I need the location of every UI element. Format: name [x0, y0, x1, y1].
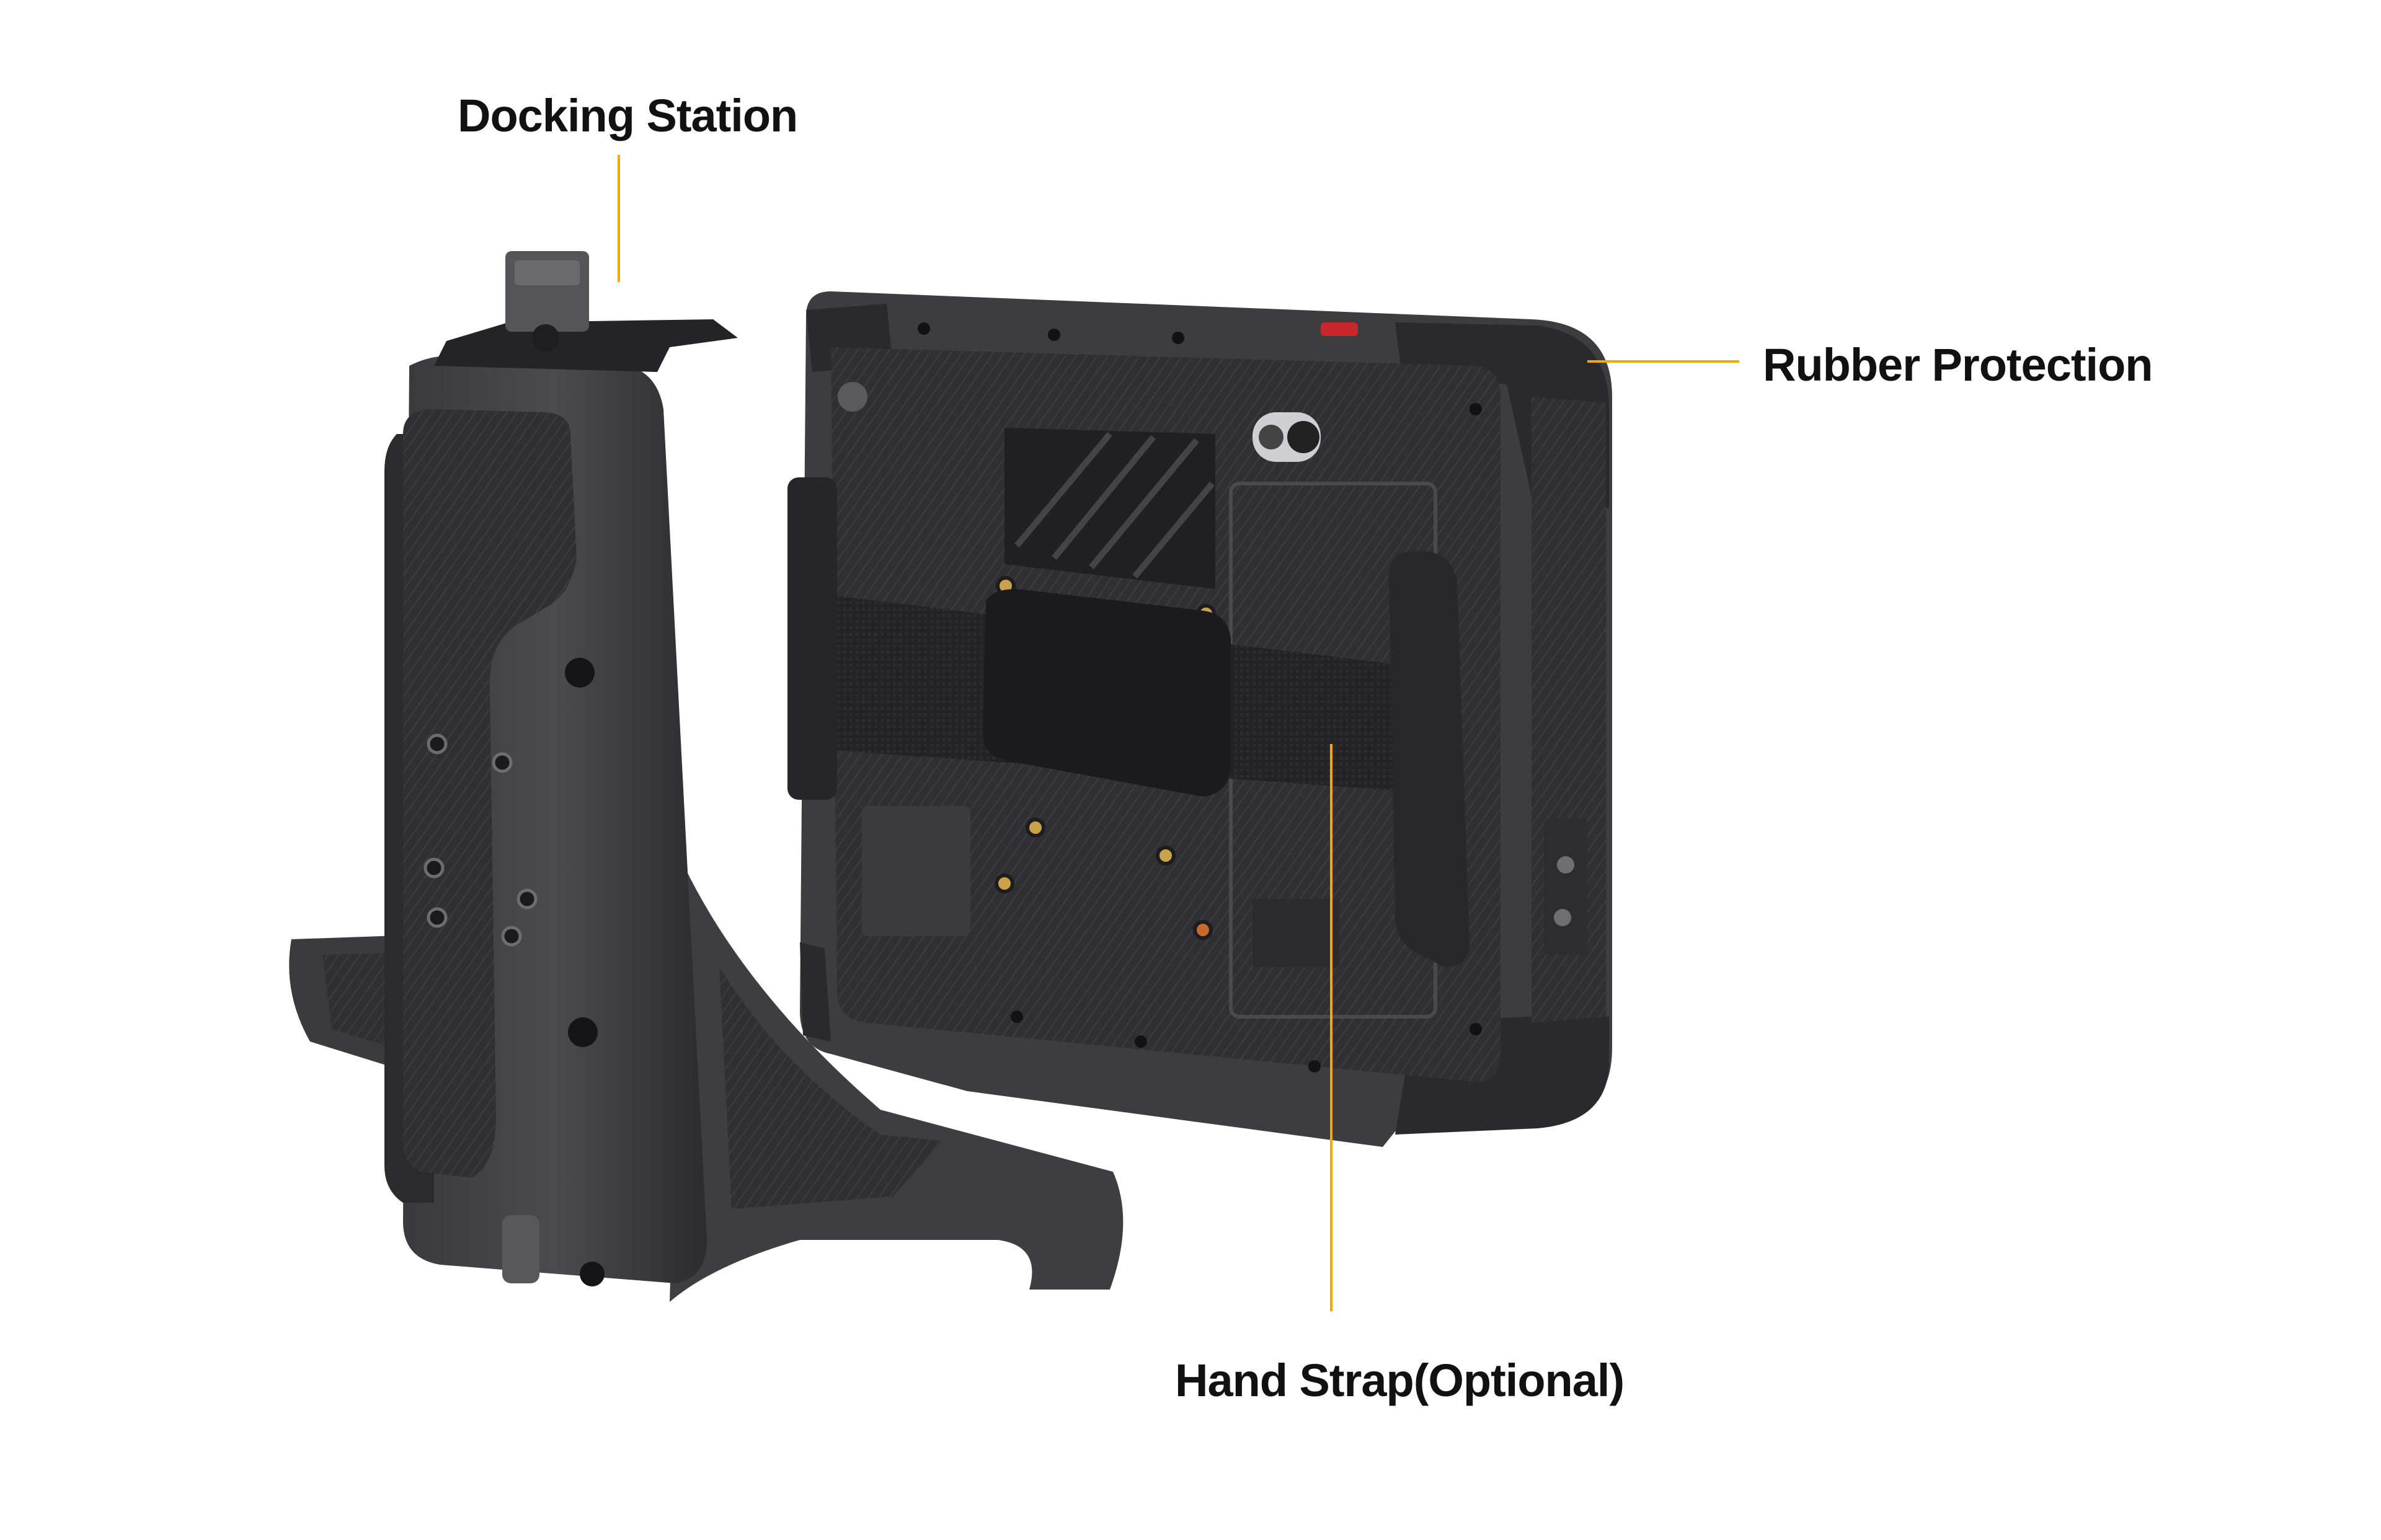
camera-icon — [1253, 412, 1321, 462]
screw-icon — [492, 752, 513, 773]
screw-icon — [995, 874, 1014, 893]
leader-lines — [618, 155, 1739, 1311]
tablet-vent — [1004, 428, 1215, 589]
screw-icon — [423, 857, 445, 878]
dock-top-clip — [434, 319, 738, 372]
docking-station — [289, 251, 1124, 1302]
rubber-protection-label: Rubber Protection — [1763, 339, 2153, 391]
screw-icon — [427, 733, 448, 755]
bumper-bottom-left — [800, 942, 831, 1042]
strap-pad-right — [1389, 551, 1470, 967]
dock-screw-holes — [423, 733, 538, 947]
screw-icon — [1026, 818, 1045, 838]
screw-icon — [517, 888, 538, 909]
screw-icon — [1193, 920, 1213, 940]
strap-grip-pad — [983, 589, 1231, 797]
screw-icon — [501, 926, 522, 947]
tablet — [787, 291, 1612, 1147]
hand-strap — [787, 477, 1470, 967]
hand-strap-label: Hand Strap(Optional) — [1175, 1355, 1625, 1406]
screw-icon — [1156, 846, 1176, 865]
power-button — [1321, 322, 1358, 336]
screw-icon — [427, 907, 448, 928]
docking-station-label: Docking Station — [458, 90, 798, 141]
